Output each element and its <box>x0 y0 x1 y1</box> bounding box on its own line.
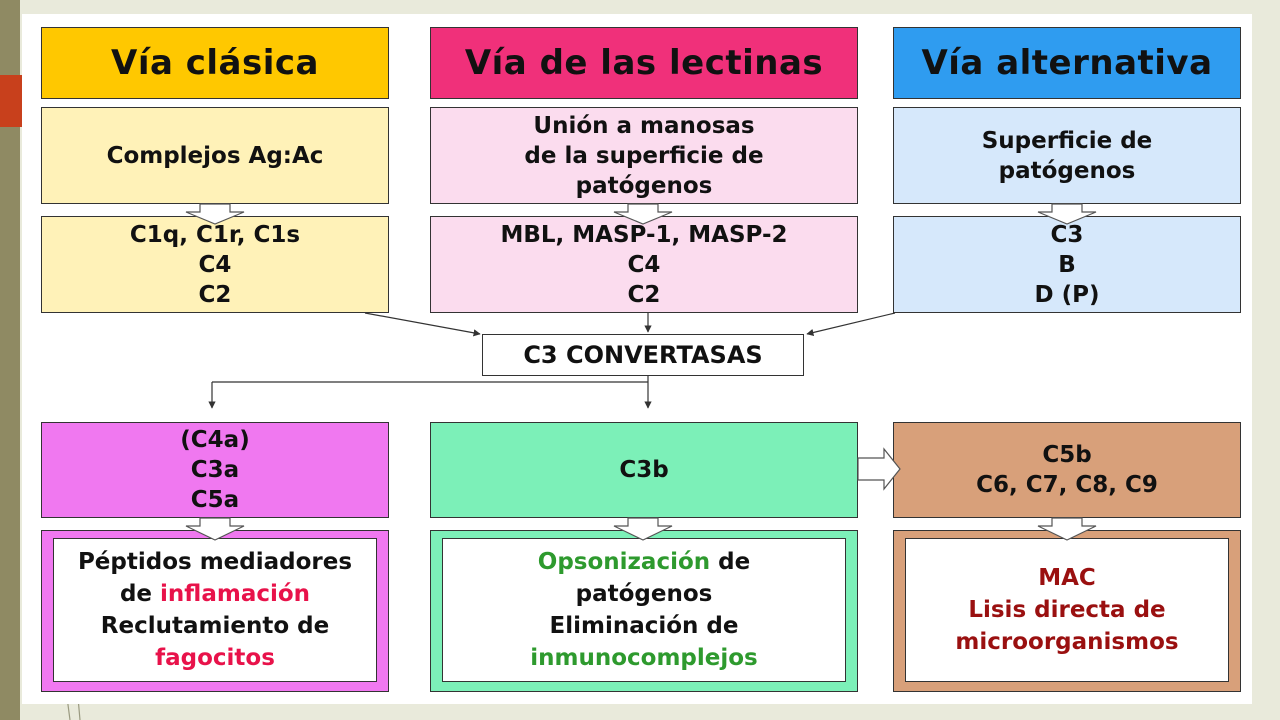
effect-line: Péptidos mediadores <box>77 549 353 575</box>
highlight-phagocytes: fagocitos <box>155 645 275 671</box>
effect-line: Eliminación de <box>549 613 739 639</box>
effect-line: de inflamación <box>120 578 310 610</box>
component-line: D (P) <box>1034 281 1100 308</box>
component-line: C2 <box>627 281 661 308</box>
block-arrow-down-icon <box>185 517 245 541</box>
block-arrow-down-icon <box>613 203 673 225</box>
trigger-line: Unión a manosas <box>533 112 755 139</box>
highlight-opsonization: Opsonización <box>537 549 711 575</box>
components-via-clasica: C1q, C1r, C1s C4 C2 <box>41 216 389 313</box>
header-via-alternativa: Vía alternativa <box>893 27 1241 99</box>
product-line: (C4a) <box>180 427 250 453</box>
highlight-immunocomplexes: inmunocomplejos <box>530 645 758 671</box>
effect-lysis: MAC Lisis directa de microorganismos <box>905 538 1229 682</box>
highlight-inflammation: inflamación <box>160 581 311 607</box>
trigger-line: Complejos Ag:Ac <box>106 142 324 169</box>
effect-line: Opsonización de <box>538 546 750 578</box>
header-via-clasica: Vía clásica <box>41 27 389 99</box>
header-via-lectinas: Vía de las lectinas <box>430 27 858 99</box>
effect-inflammation: Péptidos mediadores de inflamación Reclu… <box>53 538 377 682</box>
product-line: C3b <box>619 457 669 483</box>
trigger-via-alternativa: Superficie de patógenos <box>893 107 1241 204</box>
components-via-lectinas: MBL, MASP-1, MASP-2 C4 C2 <box>430 216 858 313</box>
block-arrow-down-icon <box>185 203 245 225</box>
component-line: C1q, C1r, C1s <box>129 221 301 248</box>
header-via-clasica-label: Vía clásica <box>111 43 319 83</box>
effect-line: patógenos <box>575 581 713 607</box>
arrow-clasica-to-convertase <box>364 312 481 337</box>
component-line: MBL, MASP-1, MASP-2 <box>500 221 788 248</box>
trigger-via-lectinas: Unión a manosas de la superficie de pató… <box>430 107 858 204</box>
trigger-line: de la superficie de <box>524 142 764 169</box>
thin-arrows <box>208 312 896 409</box>
components-via-alternativa: C3 B D (P) <box>893 216 1241 313</box>
effect-text: de <box>119 581 161 607</box>
product-anaphylatoxins: (C4a) C3a C5a <box>41 422 389 518</box>
block-arrow-down-icon <box>613 517 673 541</box>
block-arrow-down-icon <box>1037 517 1097 541</box>
product-line: C3a <box>190 457 240 483</box>
slide-sidebar-bar <box>0 0 20 720</box>
component-line: C4 <box>627 251 661 278</box>
component-line: C3 <box>1050 221 1084 248</box>
trigger-line: patógenos <box>575 172 713 199</box>
effect-line: MAC <box>1038 565 1096 591</box>
component-line: C2 <box>198 281 232 308</box>
component-line: C4 <box>198 251 232 278</box>
effect-line: Reclutamiento de <box>100 613 330 639</box>
effect-line: Lisis directa de <box>968 597 1166 623</box>
header-via-alternativa-label: Vía alternativa <box>921 43 1213 83</box>
c3-convertasas-label: C3 CONVERTASAS <box>523 341 763 369</box>
effect-line: microorganismos <box>955 629 1179 655</box>
block-arrows <box>185 203 1097 541</box>
header-via-lectinas-label: Vía de las lectinas <box>464 43 824 83</box>
component-line: B <box>1058 251 1076 278</box>
block-arrow-down-icon <box>1037 203 1097 225</box>
trigger-line: patógenos <box>998 157 1136 184</box>
trigger-via-clasica: Complejos Ag:Ac <box>41 107 389 204</box>
product-mac-components: C5b C6, C7, C8, C9 <box>893 422 1241 518</box>
c3-convertasas-box: C3 CONVERTASAS <box>482 334 804 376</box>
arrow-alternativa-to-convertase <box>806 312 896 336</box>
block-arrow-right-icon <box>857 447 901 491</box>
effect-text: de <box>710 549 751 575</box>
slide-accent-block <box>0 75 26 127</box>
product-line: C5a <box>190 487 240 513</box>
product-c3b: C3b <box>430 422 858 518</box>
product-line: C5b <box>1042 442 1092 468</box>
product-line: C6, C7, C8, C9 <box>976 472 1158 498</box>
effect-opsonization: Opsonización de patógenos Eliminación de… <box>442 538 846 682</box>
trigger-line: Superficie de <box>981 127 1153 154</box>
